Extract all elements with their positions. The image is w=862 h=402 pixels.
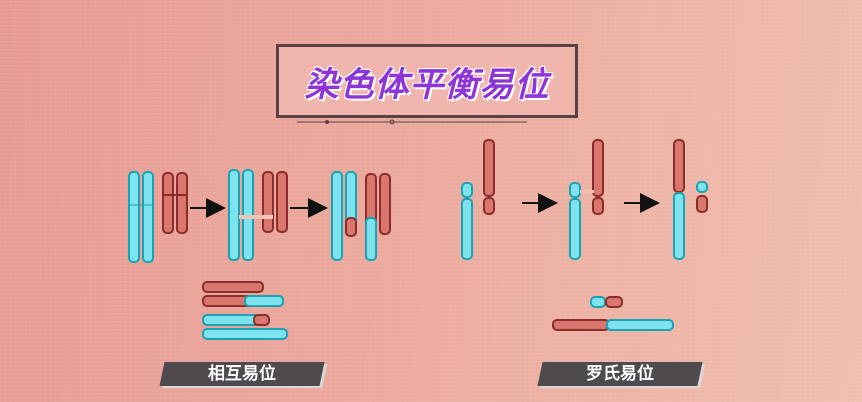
reciprocal-stage-2 [228, 169, 288, 261]
robertsonian-stage-1 [461, 139, 495, 260]
label-reciprocal: 相互易位 [159, 362, 325, 386]
reciprocal-horizontal [202, 281, 288, 340]
robertsonian-horizontal [552, 296, 674, 331]
reciprocal-stage-3 [331, 171, 391, 261]
label-robertsonian-text: 罗氏易位 [586, 364, 654, 384]
title-decoration [297, 119, 527, 125]
title-banner: 染色体平衡易位 [276, 44, 578, 125]
robertsonian-stage-2 [569, 139, 604, 260]
label-reciprocal-text: 相互易位 [208, 364, 276, 384]
label-robertsonian: 罗氏易位 [537, 362, 703, 386]
page-title: 染色体平衡易位 [304, 65, 550, 105]
robertsonian-stage-3 [673, 139, 708, 260]
reciprocal-stage-1 [128, 171, 188, 263]
